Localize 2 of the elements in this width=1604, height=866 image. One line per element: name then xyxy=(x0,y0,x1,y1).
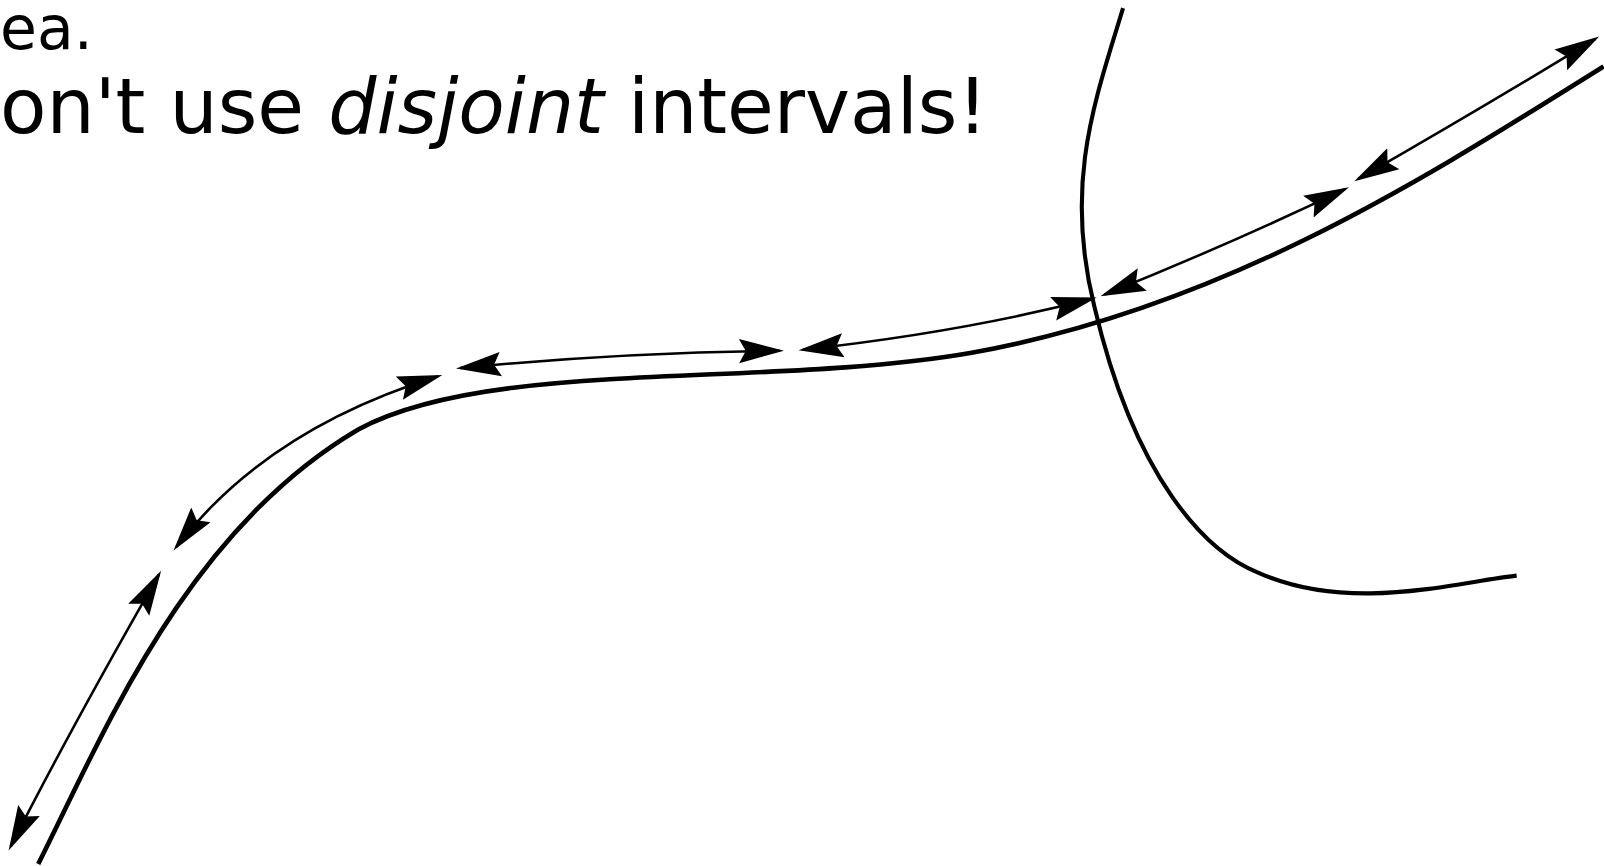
slide-text: ea. xyxy=(0,0,93,64)
slide-text: on't use disjoint intervals! xyxy=(0,62,988,152)
